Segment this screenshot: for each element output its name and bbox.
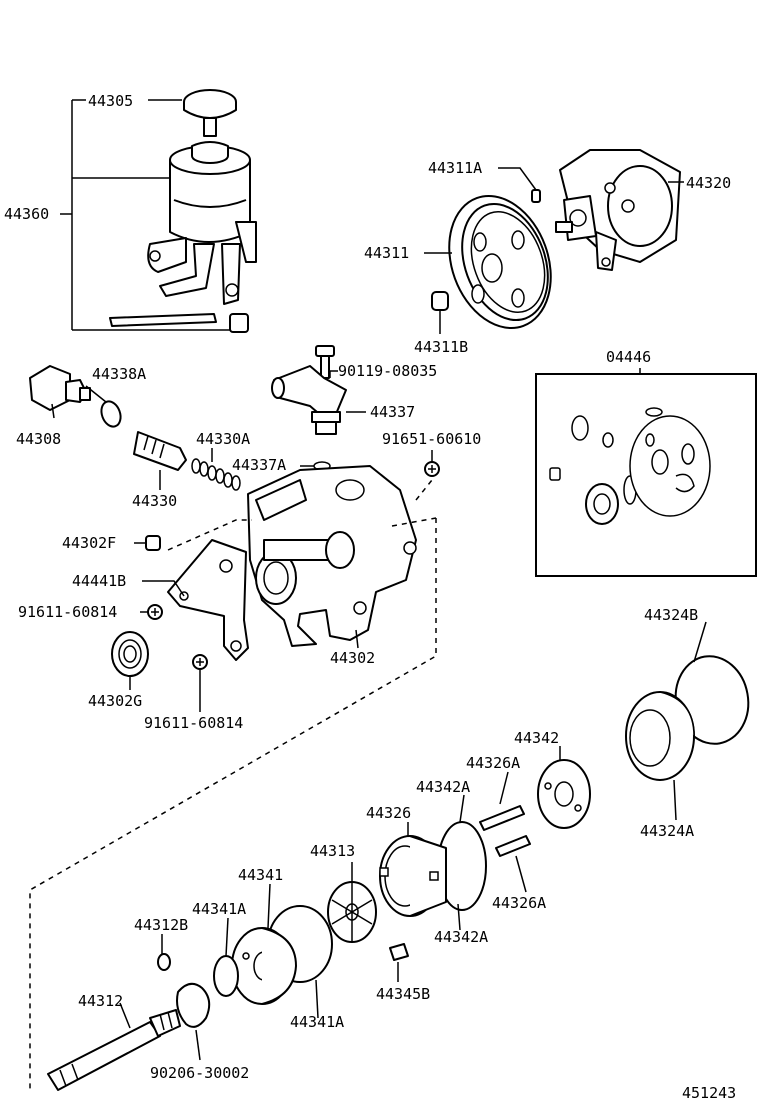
bolt-91651 <box>424 461 440 477</box>
o-ring-44341A-lower <box>213 955 239 997</box>
label-44341A-lower: 44341A <box>290 1013 344 1031</box>
pulley <box>448 195 552 329</box>
label-44330: 44330 <box>132 492 177 510</box>
label-44341: 44341 <box>238 866 283 884</box>
label-91611-60814-lower: 91611-60814 <box>144 714 243 732</box>
rotor-44313 <box>327 881 377 943</box>
front-plate-44341 <box>231 927 297 1005</box>
label-44324A: 44324A <box>640 822 694 840</box>
vane-44345B <box>389 943 409 961</box>
assembly-dashed-lines <box>29 479 437 1090</box>
label-44326A-lower: 44326A <box>492 894 546 912</box>
pulley-nut <box>431 291 449 311</box>
label-90119-08035: 90119-08035 <box>338 362 437 380</box>
gasket-kit-parts <box>549 407 711 525</box>
label-44320: 44320 <box>686 174 731 192</box>
label-44324B: 44324B <box>644 606 698 624</box>
bolt-90119 <box>315 345 335 379</box>
valve-spring <box>191 458 241 491</box>
label-44330A: 44330A <box>196 430 250 448</box>
pump-housing <box>247 465 417 647</box>
label-44312: 44312 <box>78 992 123 1010</box>
bolt-91611-lower <box>192 654 208 670</box>
label-44342: 44342 <box>514 729 559 747</box>
reservoir-cap <box>183 89 237 137</box>
o-ring-44338A <box>100 400 122 428</box>
label-44326: 44326 <box>366 804 411 822</box>
label-44342A-upper: 44342A <box>416 778 470 796</box>
bracket-44441B <box>167 539 249 661</box>
label-44313: 44313 <box>310 842 355 860</box>
bearing-44302G <box>111 631 149 677</box>
cam-ring-44326 <box>379 835 447 917</box>
end-cover-44324A <box>625 691 695 781</box>
pin-44302F <box>145 535 161 551</box>
snap-ring-44312B <box>157 953 171 971</box>
label-04446: 04446 <box>606 348 651 366</box>
shaft-44312 <box>47 1009 181 1091</box>
label-44337: 44337 <box>370 403 415 421</box>
label-44311A: 44311A <box>428 159 482 177</box>
label-44302: 44302 <box>330 649 375 667</box>
flow-valve <box>133 431 187 471</box>
gasket-90206 <box>176 982 211 1028</box>
label-44311: 44311 <box>364 244 409 262</box>
label-44302F: 44302F <box>62 534 116 552</box>
label-91651-60610: 91651-60610 <box>382 430 481 448</box>
label-44311B: 44311B <box>414 338 468 356</box>
pulley-key <box>531 189 541 203</box>
pump-assembly <box>555 149 681 271</box>
label-91611-60814-upper: 91611-60814 <box>18 603 117 621</box>
label-44345B: 44345B <box>376 985 430 1003</box>
label-44338A: 44338A <box>92 365 146 383</box>
label-44312B: 44312B <box>134 916 188 934</box>
side-plate-44342 <box>537 759 591 829</box>
label-44341A-upper: 44341A <box>192 900 246 918</box>
label-44441B: 44441B <box>72 572 126 590</box>
pins-44326A <box>479 805 531 857</box>
label-44337A: 44337A <box>232 456 286 474</box>
label-90206-30002: 90206-30002 <box>150 1064 249 1082</box>
reservoir-hose <box>109 313 249 333</box>
bolt-91611-upper <box>147 604 163 620</box>
union-fitting <box>29 365 91 411</box>
reservoir-tank <box>147 141 257 305</box>
label-44360: 44360 <box>4 205 49 223</box>
reservoir-bracket-lines <box>60 99 230 331</box>
label-44342A-lower: 44342A <box>434 928 488 946</box>
label-44302G: 44302G <box>88 692 142 710</box>
leader-lines <box>51 167 707 1061</box>
label-44326A-upper: 44326A <box>466 754 520 772</box>
diagram-id: 451243 <box>682 1084 736 1102</box>
union-elbow-44337 <box>271 365 347 435</box>
label-44305: 44305 <box>88 92 133 110</box>
gasket-kit-box <box>535 373 757 577</box>
label-44308: 44308 <box>16 430 61 448</box>
part-labels: 44305 44360 44311A 44320 44311 44311B 44… <box>4 92 736 1102</box>
